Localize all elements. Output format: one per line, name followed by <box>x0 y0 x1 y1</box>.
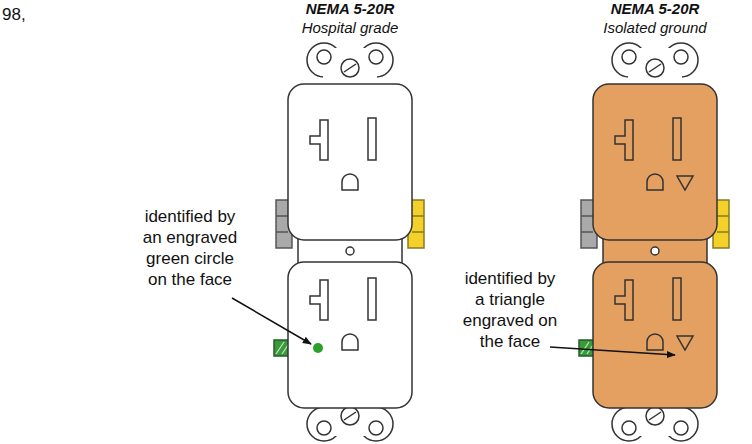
receptacle-subtitle: Isolated ground <box>575 19 735 37</box>
receptacle-title: NEMA 5-20R <box>270 0 430 18</box>
leader-line <box>550 347 675 355</box>
triangle-mark <box>677 336 693 350</box>
triangle-mark <box>677 176 693 190</box>
hospital-grade-receptacle <box>274 43 424 441</box>
isolated-ground-receptacle <box>579 43 729 441</box>
receptacle-title: NEMA 5-20R <box>575 0 735 18</box>
green-dot-mark <box>313 343 323 353</box>
leader-line <box>232 298 311 344</box>
receptacle-subtitle: Hospital grade <box>270 19 430 37</box>
callout-note: identified by a triangle engraved on the… <box>458 268 562 352</box>
callout-note: identified by an engraved green circle o… <box>136 206 244 290</box>
page-number: 98, <box>2 4 26 25</box>
